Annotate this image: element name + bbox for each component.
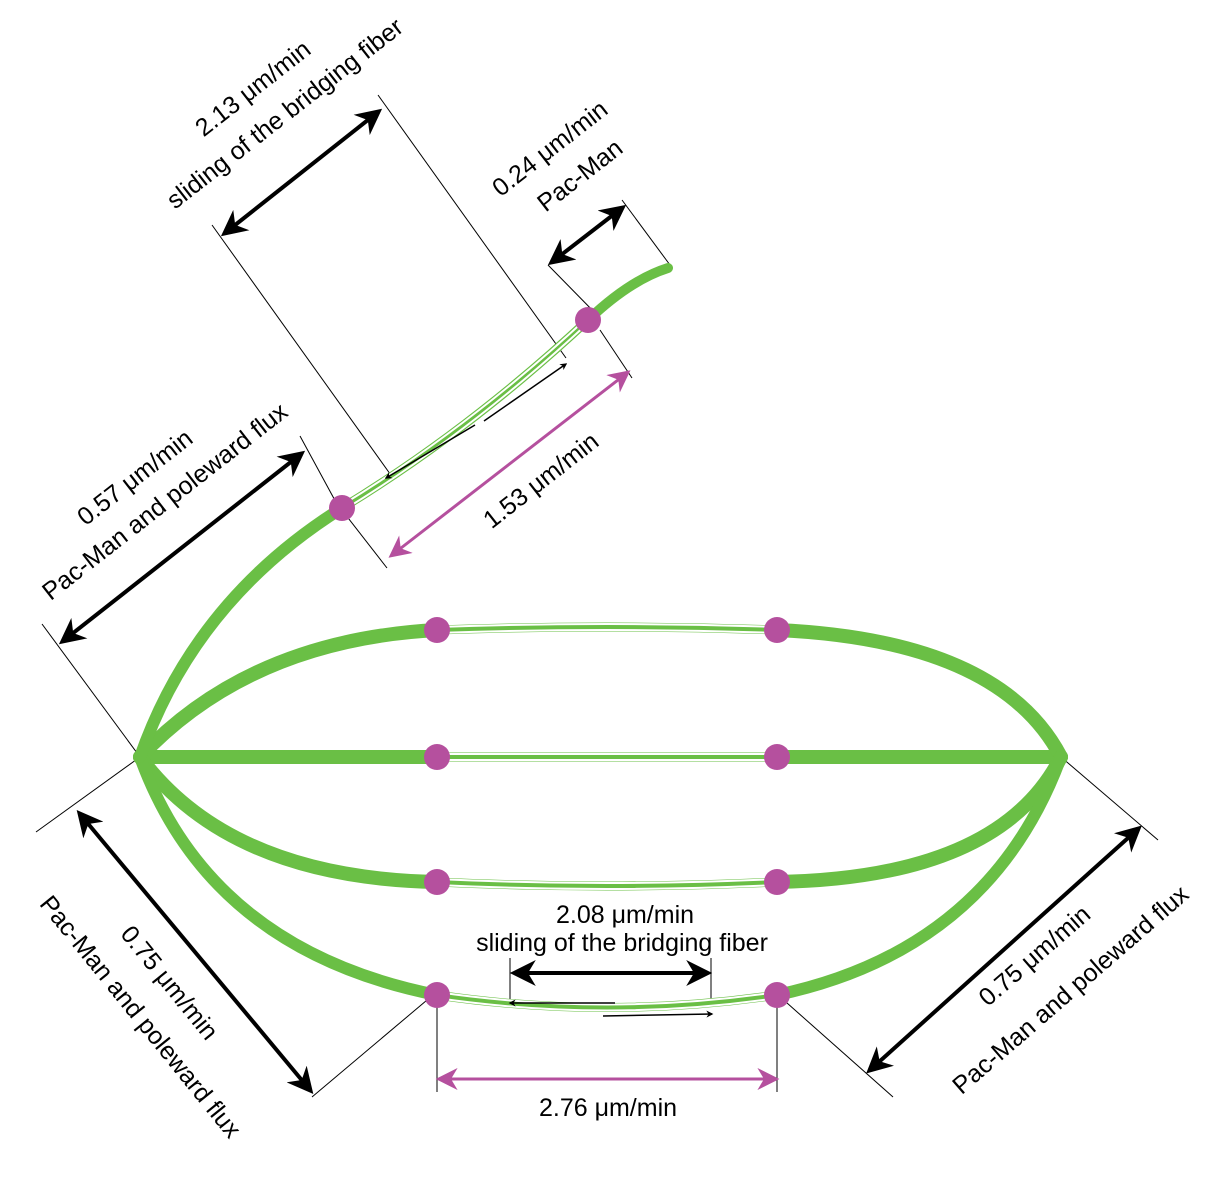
kinetochores [329, 307, 790, 1008]
lower-bridging-fiber [432, 877, 782, 891]
guide-line [599, 329, 633, 379]
guide-line [299, 435, 339, 507]
kinetochore-dot [424, 982, 450, 1008]
bottom-sliding-rate: 2.08 μm/min [556, 901, 694, 929]
lower-arc-fiber [770, 750, 1068, 889]
guide-line [1060, 756, 1159, 841]
kinetochore-dot [764, 617, 790, 643]
guide-line [621, 199, 671, 266]
sliding-arrow [602, 1010, 714, 1018]
measurement-arrows [58, 108, 1142, 1094]
upper-arc-fiber [133, 623, 444, 764]
guide-line [377, 94, 567, 359]
upper-arc-fiber [770, 623, 1068, 764]
top-sliding-arrow [220, 108, 383, 237]
diagonal-fiber [583, 263, 673, 325]
kinetochore-dot [764, 869, 790, 895]
top-separation-arrow [388, 370, 631, 558]
guide-line [35, 756, 141, 833]
guide-line [41, 623, 141, 758]
kinetochore-dot [764, 982, 790, 1008]
bottom-sliding-text: sliding of the bridging fiber [476, 929, 768, 957]
kinetochore-dot [424, 869, 450, 895]
guide-line [211, 224, 394, 479]
guide-line [311, 994, 434, 1098]
sliding-arrow [384, 424, 476, 479]
kinetochore-dot [424, 744, 450, 770]
top-pacman-arrow [547, 204, 627, 266]
lower-arc-fiber [133, 750, 444, 889]
left-lower-arrow [76, 810, 314, 1094]
left-upper-arrow [58, 450, 306, 645]
top-separation-rate: 1.53 μm/min [478, 427, 604, 534]
kinetochore-dot [575, 307, 601, 333]
bottom-separation-rate: 2.76 μm/min [539, 1094, 677, 1122]
bottom-bridging-fiber [432, 990, 782, 1012]
kinetochore-dot [424, 617, 450, 643]
kinetochore-dot [764, 744, 790, 770]
guide-line [777, 994, 894, 1098]
right-lower-arrow [866, 825, 1142, 1074]
kinetochore-dot [329, 495, 355, 521]
spindle-fibers [133, 263, 1068, 1012]
upper-bridging-fiber [432, 622, 782, 635]
